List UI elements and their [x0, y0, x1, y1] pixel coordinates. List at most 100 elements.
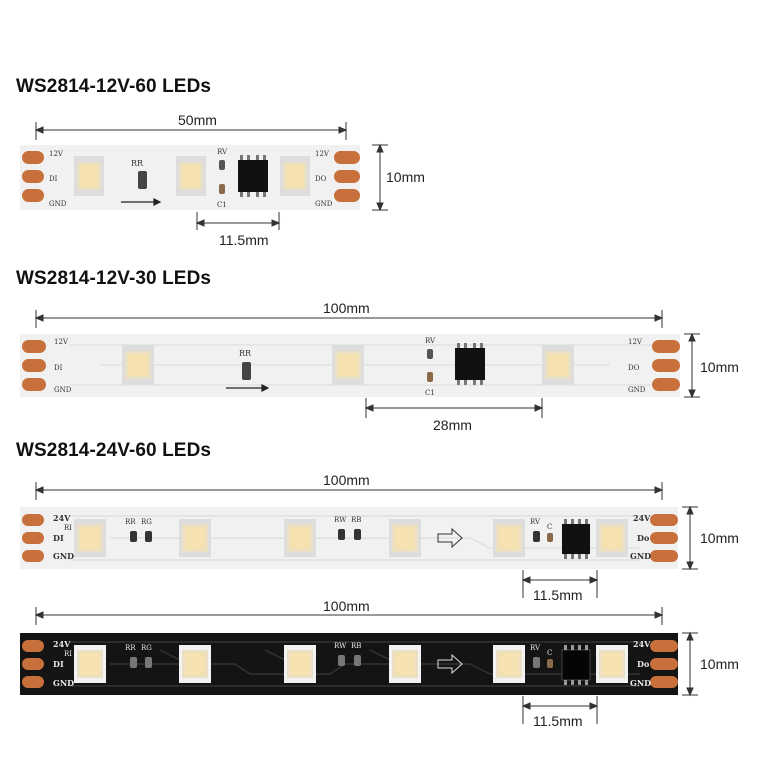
section-4-copper-pads [22, 640, 678, 688]
section-2-ic-chip [455, 343, 485, 385]
section-2-led [542, 345, 574, 385]
section-1-pitch-dimension [195, 212, 281, 230]
section-1-c1-label: C1 [217, 201, 227, 209]
section-3-length-dimension [34, 482, 664, 500]
section-4-rv-label: RV [530, 644, 541, 652]
section-3-pad-label-left-3: GND [53, 551, 74, 561]
section-3-ri-label: RI [64, 524, 72, 532]
section-1-pad-label-right-1: 12V [315, 150, 330, 158]
section-2-pitch-dimension [364, 398, 544, 418]
section-1-led [176, 156, 206, 196]
section-4-resistors [130, 655, 553, 668]
section-1-title: WS2814-12V-60 LEDs [16, 76, 212, 97]
section-2-pad-label-right-3: GND [628, 386, 646, 394]
section-3-led [389, 519, 421, 557]
section-1-resistor-label: RR [131, 159, 144, 168]
section-3-rg-label: RG [141, 518, 152, 526]
section-4-rr-label: RR [125, 644, 136, 652]
section-4-ic-chip [561, 645, 591, 685]
section-1-rv-resistor [219, 160, 225, 170]
section-4-pad-label-left-2: DI [53, 659, 64, 669]
section-2-c1-label: C1 [425, 389, 435, 397]
section-4-rb-label: RB [351, 642, 361, 650]
section-4-c-label: C [547, 649, 552, 657]
section-3-led [493, 519, 525, 557]
section-3-rr-label: RR [125, 518, 136, 526]
section-3-pad-label-right-1: 24V [633, 513, 651, 523]
section-4-length-label: 100mm [323, 598, 370, 614]
section-2-direction-arrow-icon [226, 384, 270, 392]
section-1-resistor [138, 171, 147, 189]
section-3-pad-label-left-2: DI [53, 533, 64, 543]
section-1-length-label: 50mm [178, 112, 217, 128]
section-4-pad-label-right-3: GND [630, 678, 651, 688]
section-3-width-label: 10mm [700, 530, 739, 546]
section-3-pad-label-right-2: Do [637, 533, 650, 543]
section-3-length-label: 100mm [323, 472, 370, 488]
section-3-title: WS2814-24V-60 LEDs [16, 440, 212, 461]
section-2-length-dimension [34, 310, 664, 328]
section-2-length-label: 100mm [323, 300, 370, 316]
section-1-direction-arrow-icon [121, 198, 162, 206]
section-1-pad-label-left-2: DI [49, 175, 58, 183]
section-4-width-dimension [682, 631, 698, 697]
section-4-led [179, 645, 211, 683]
section-1-capacitor [219, 184, 225, 194]
section-3-led [179, 519, 211, 557]
section-1-width-label: 10mm [386, 169, 425, 185]
section-2-rv-resistor [427, 349, 433, 359]
section-2-led [332, 345, 364, 385]
section-2-pad-label-left-1: 12V [54, 338, 69, 346]
section-3-c-label: C [547, 523, 552, 531]
section-3-led [74, 519, 106, 557]
section-1-ic-chip [238, 155, 268, 197]
section-1-led [280, 156, 310, 196]
section-3-rw-label: RW [334, 516, 347, 524]
section-4-length-dimension [34, 607, 664, 625]
section-2-capacitor [427, 372, 433, 382]
section-4-pitch-label: 11.5mm [533, 713, 583, 729]
section-2-pad-label-left-3: GND [54, 386, 72, 394]
section-2-pad-label-left-2: DI [54, 364, 63, 372]
section-1-pad-label-right-3: GND [315, 200, 333, 208]
section-1-copper-pads [22, 151, 360, 202]
section-2-resistor-label: RR [239, 349, 252, 358]
section-2-resistor [242, 362, 251, 380]
section-4-rg-label: RG [141, 644, 152, 652]
section-4-traces [70, 641, 640, 687]
section-4-led [74, 645, 106, 683]
section-1-led [74, 156, 104, 196]
section-2-led [122, 345, 154, 385]
section-3-rb-label: RB [351, 516, 361, 524]
section-2-width-dimension [684, 332, 700, 399]
section-2-pitch-label: 28mm [433, 417, 472, 433]
section-1-pad-label-left-1: 12V [49, 150, 64, 158]
section-4-width-label: 10mm [700, 656, 739, 672]
section-3-led [596, 519, 628, 557]
section-3-pitch-dimension [521, 570, 599, 598]
section-2-copper-pads [22, 340, 680, 391]
section-2-rv-label: RV [425, 337, 436, 345]
section-3-resistors [130, 529, 553, 542]
section-4-pad-label-left-3: GND [53, 678, 74, 688]
section-4-led [596, 645, 628, 683]
section-1-length-dimension [34, 122, 348, 140]
section-2-pad-label-right-2: DO [628, 364, 640, 372]
section-1-pad-label-left-3: GND [49, 200, 67, 208]
section-4-direction-arrow-icon [437, 653, 463, 675]
section-4-led [389, 645, 421, 683]
section-3-copper-pads [22, 514, 678, 562]
section-4-ri-label: RI [64, 650, 72, 658]
section-1-pitch-label: 11.5mm [219, 232, 269, 248]
section-1-width-dimension [372, 143, 388, 212]
section-1-rv-label: RV [217, 148, 228, 156]
section-3-led [284, 519, 316, 557]
section-4-rw-label: RW [334, 642, 347, 650]
section-3-pad-label-right-3: GND [630, 551, 651, 561]
section-2-pad-label-right-1: 12V [628, 338, 643, 346]
section-3-width-dimension [682, 505, 698, 571]
